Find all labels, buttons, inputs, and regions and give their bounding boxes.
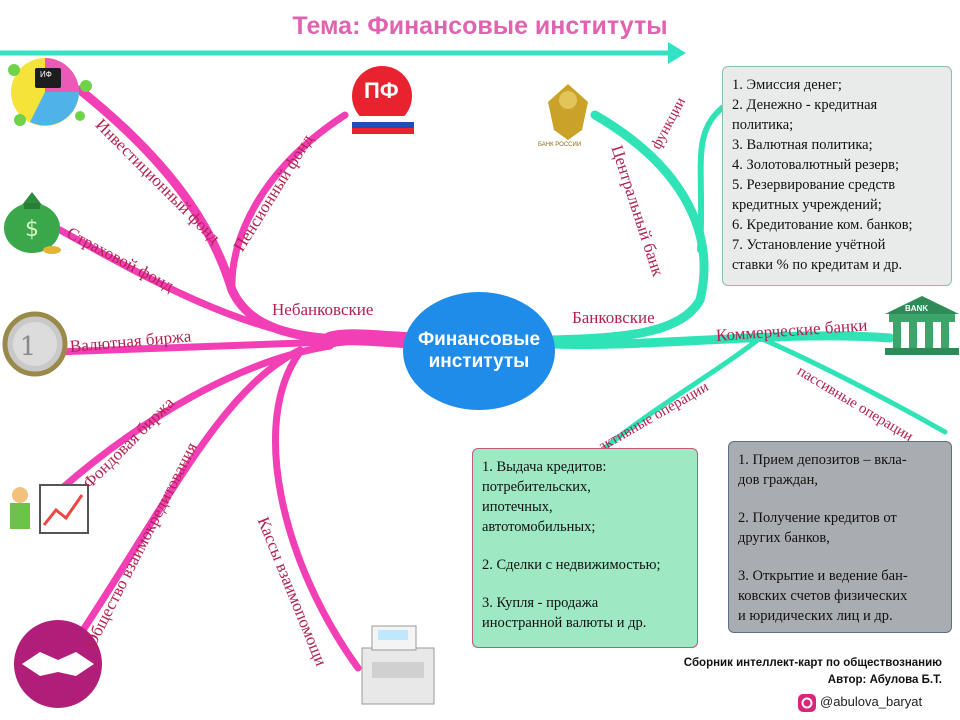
instagram-handle: @abulova_baryat <box>820 694 923 709</box>
active-operations-box: 1. Выдача кредитов: потребительских, ипо… <box>472 448 698 648</box>
bank-of-russia-emblem-icon <box>548 84 588 140</box>
bank-label: Банковские <box>572 308 655 327</box>
function-item: 3. Валютная политика; <box>732 137 873 153</box>
functions-box: 1. Эмиссия денег; 2. Денежно - кредитная… <box>722 66 952 286</box>
euro-coin-icon: 1 <box>2 311 68 377</box>
center-node-label: Финансовые институты <box>403 292 555 410</box>
handshake-icon <box>14 620 102 708</box>
center-node <box>403 292 555 410</box>
bank-building-icon <box>885 296 959 355</box>
pension-fund-logo-icon <box>352 66 414 134</box>
function-item: 1. Эмиссия денег; <box>732 77 842 93</box>
function-item: 7. Установление учётной ставки % по кред… <box>732 237 903 273</box>
pf-logo-label: ПФ <box>364 78 399 103</box>
center-line-1: Финансовые <box>417 329 541 350</box>
active-item: 2. Сделки с недвижимостью; <box>482 557 661 573</box>
nonbank-branches <box>51 85 413 672</box>
pie-chart-people-icon <box>8 58 92 126</box>
page-title: Тема: Финансовые институты <box>292 12 668 40</box>
passive-item: 1. Прием депозитов – вкла- дов граждан, <box>738 452 907 488</box>
nonbank-label: Небанковские <box>272 300 374 319</box>
active-item: 3. Купля - продажа иностранной валюты и … <box>482 595 647 631</box>
passive-item: 3. Открытие и ведение бан- ковских счето… <box>738 568 908 624</box>
function-item: 4. Золотовалютный резерв; <box>732 157 899 173</box>
cash-register-icon <box>361 625 435 705</box>
title-arrow <box>0 42 686 64</box>
center-line-2: институты <box>428 351 530 372</box>
active-item: 1. Выдача кредитов: потребительских, ипо… <box>482 459 607 535</box>
briefcase-label: ИФ <box>40 70 52 79</box>
bank-branches <box>547 105 948 451</box>
passive-operations-box: 1. Прием депозитов – вкла- дов граждан, … <box>728 441 952 633</box>
presenter-chart-icon <box>10 484 89 534</box>
instagram-icon <box>798 694 816 712</box>
function-item: 2. Денежно - кредитная политика; <box>732 97 878 133</box>
passive-item: 2. Получение кредитов от других банков, <box>738 510 897 546</box>
svg-text:1: 1 <box>20 332 37 362</box>
credits-author: Автор: Абулова Б.Т. <box>827 674 942 686</box>
money-bag-icon: $ <box>4 192 61 254</box>
bank-sign-label: BANK <box>905 304 929 313</box>
svg-text:$: $ <box>25 217 39 242</box>
bank-russia-label: БАНК РОССИИ <box>538 142 582 148</box>
credits-collection: Сборник интеллект-карт по обществознанию <box>683 657 942 669</box>
function-item: 6. Кредитование ком. банков; <box>732 217 913 233</box>
function-item: 5. Резервирование средств кредитных учре… <box>732 177 896 213</box>
